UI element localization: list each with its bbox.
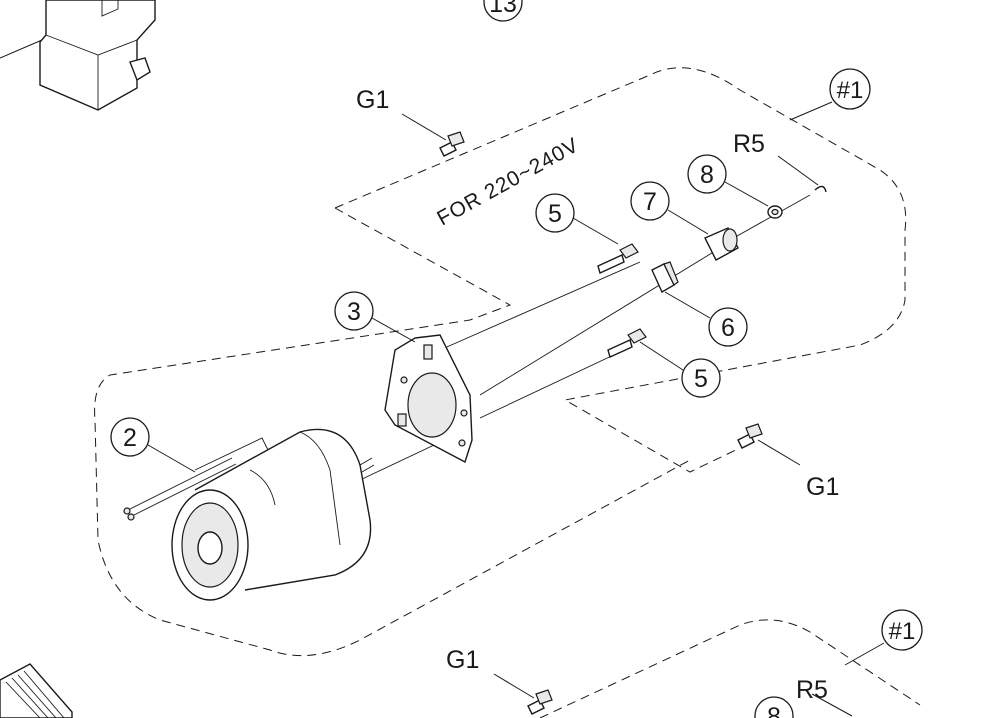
callout-13: 13 xyxy=(483,0,523,22)
retaining-ring-r5-upper: R5 xyxy=(733,130,827,193)
callout-5-lower: 5 xyxy=(639,341,721,398)
group-boundary-lower xyxy=(539,619,921,718)
r5-lower-label: R5 xyxy=(796,676,828,704)
callout-7-label: 7 xyxy=(643,188,657,216)
g1-right-label: G1 xyxy=(806,473,839,501)
r5-upper-label: R5 xyxy=(733,130,765,158)
g1-lower-label: G1 xyxy=(446,646,479,674)
g1-screw-right: G1 xyxy=(737,423,839,501)
group-boundary-upper xyxy=(334,67,907,473)
callout-8-lower: 8 xyxy=(754,696,794,718)
callout-8-upper-label: 8 xyxy=(700,161,714,189)
callout-8-lower-label: 8 xyxy=(767,703,781,718)
callout-5-lower-label: 5 xyxy=(694,365,708,393)
g1-upper-left-label: G1 xyxy=(356,86,389,114)
callout-6-label: 6 xyxy=(721,314,735,342)
callout-2-label: 2 xyxy=(123,424,137,452)
motor xyxy=(123,428,375,601)
mounting-bracket xyxy=(384,334,473,464)
callout-group-1-lower-label: #1 xyxy=(889,618,916,645)
g1-screw-upper-left: G1 xyxy=(356,86,465,157)
partial-part-top-left xyxy=(0,0,156,111)
callout-group-1-lower: #1 xyxy=(844,609,923,666)
callout-5-upper-label: 5 xyxy=(548,200,562,228)
pulley-part-7 xyxy=(704,227,739,261)
callout-5-upper: 5 xyxy=(535,193,619,245)
callout-3: 3 xyxy=(334,291,416,343)
retaining-ring-r5-lower: R5 xyxy=(796,676,853,717)
callout-group-1-upper: #1 xyxy=(789,68,871,121)
clip-part-6 xyxy=(651,261,679,293)
callout-7: 7 xyxy=(630,181,709,235)
callout-3-label: 3 xyxy=(347,298,361,326)
callout-13-label: 13 xyxy=(489,0,517,18)
washer-8-upper xyxy=(767,205,783,219)
g1-screw-lower: G1 xyxy=(446,646,553,715)
callout-2: 2 xyxy=(110,417,196,473)
group-boundary-upper-left xyxy=(94,207,691,657)
partial-part-bottom-left xyxy=(0,663,73,718)
screw-5-lower xyxy=(607,328,647,358)
callout-8-upper: 8 xyxy=(687,154,769,207)
callout-6: 6 xyxy=(664,291,748,347)
callout-group-1-upper-label: #1 xyxy=(837,77,864,104)
screw-5-upper xyxy=(597,243,639,274)
